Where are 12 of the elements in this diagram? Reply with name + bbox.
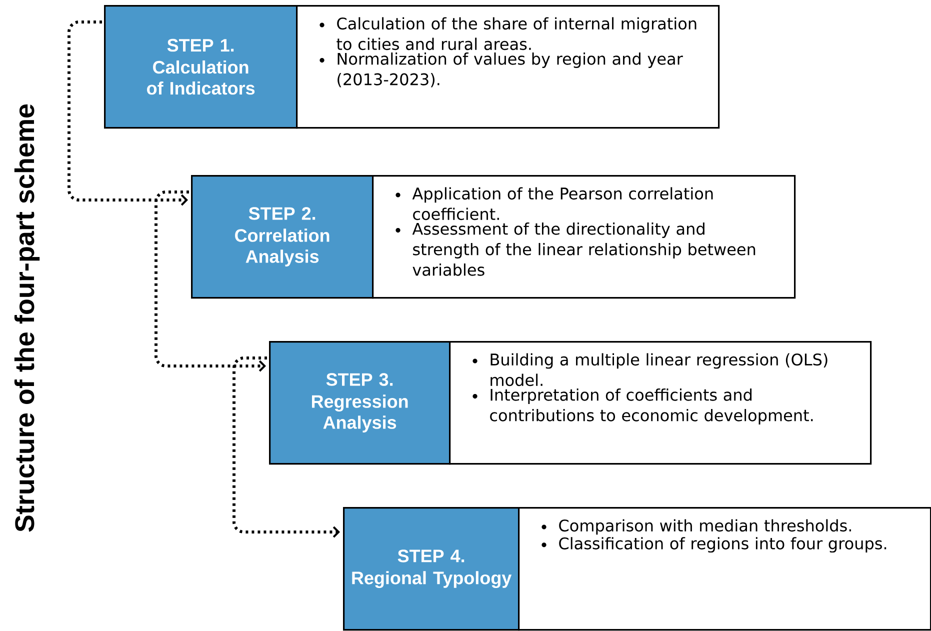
arrow [154, 190, 266, 372]
title: Structure of the four-part scheme [14, 104, 40, 532]
step-box: STEP 2. Correlation Analysis [191, 175, 374, 299]
step-box: STEP 4. Regional Typology [343, 507, 520, 631]
description-box: Calculation of the share of internal migration to cities and rural areas. Normalization of values by region and year (2013-2023). [296, 5, 720, 129]
description-box: Comparison with median thresholds. Classification of regions into four groups. [518, 507, 931, 631]
description-box: Application of the Pearson correlation coefficient. Assessment of the directionality and strength of the linear relationship between variables [372, 175, 796, 299]
arrow [232, 356, 340, 538]
arrow [68, 20, 188, 206]
step-box: STEP 1. Calculation of Indicators [104, 5, 298, 129]
description-box: Building a multiple linear regression (OLS) model. Interpretation of coefficients and contributions to economic development. [449, 341, 872, 465]
step-box: STEP 3. Regression Analysis [269, 341, 451, 465]
